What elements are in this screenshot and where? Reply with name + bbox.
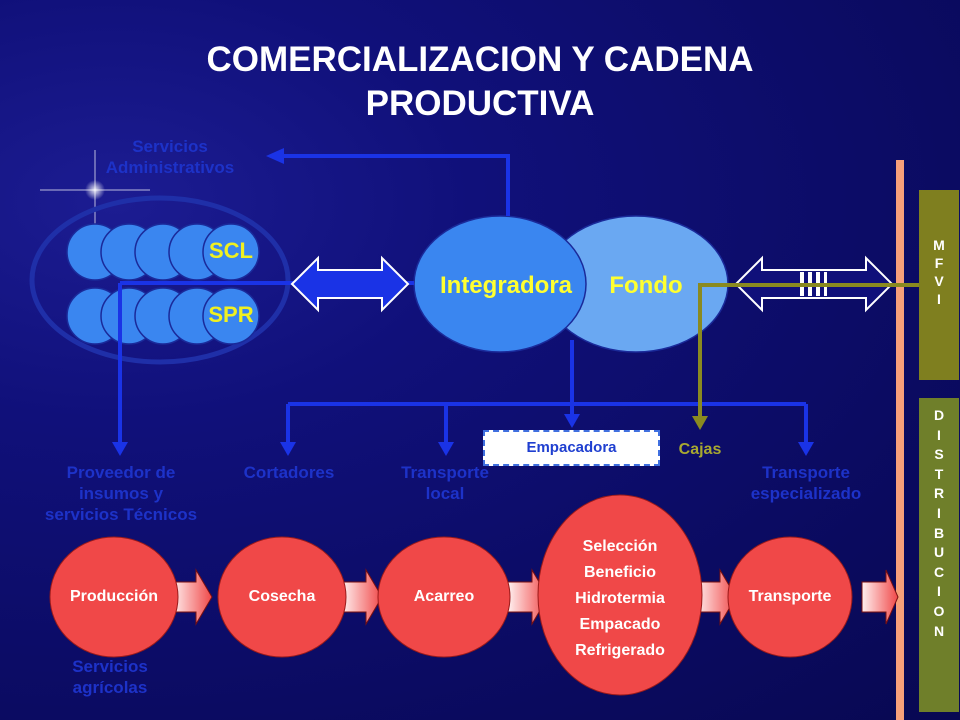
chain-nodes: [49, 494, 853, 696]
cosecha-label: Cosecha: [248, 588, 316, 605]
connector-lines: [118, 154, 808, 446]
connector-arrowheads: [112, 148, 814, 456]
produccion-label: Producción: [69, 588, 158, 605]
scl-circles: [66, 223, 260, 281]
transporte-local-label: Transporte local: [378, 462, 512, 504]
empacadora-box: Empacadora: [483, 430, 660, 466]
transporte-esp-line-1: Transporte: [762, 463, 850, 482]
servicios-administrativos-label: Servicios Administrativos: [60, 136, 280, 178]
seleccion-line-1: Selección: [582, 538, 658, 555]
seleccion-line-3: Hidrotermia: [575, 590, 665, 607]
producers-group-ellipse: [29, 195, 291, 365]
fondo-label: Fondo: [609, 272, 683, 299]
cortadores-label: Cortadores: [243, 463, 335, 482]
transporte-especializado-label: Transporte especializado: [724, 462, 888, 504]
servicios-agricolas-line-1: Servicios: [72, 657, 148, 676]
double-arrow-left: [290, 255, 410, 313]
transporte-esp-line-2: especializado: [750, 484, 862, 503]
spr-circles: [66, 287, 260, 345]
proveedor-line-2: insumos y: [78, 484, 164, 503]
integradora-label: Integradora: [439, 272, 573, 299]
acarreo-label: Acarreo: [413, 588, 475, 605]
seleccion-label: Selección Beneficio Hidrotermia Empacado…: [540, 534, 700, 664]
spr-label: SPR: [208, 302, 254, 327]
transporte-local-line-1: Transporte: [401, 463, 489, 482]
seleccion-line-4: Empacado: [579, 616, 661, 633]
transporte-label: Transporte: [748, 588, 832, 605]
scl-label: SCL: [209, 238, 253, 263]
seleccion-line-5: Refrigerado: [575, 642, 665, 659]
title-line-1: COMERCIALIZACION Y CADENA: [206, 40, 754, 79]
servicios-admin-line-1: Servicios: [132, 137, 208, 156]
proveedor-label: Proveedor de insumos y servicios Técnico…: [14, 462, 228, 525]
cajas-connector: [692, 283, 919, 430]
servicios-agricolas-label: Servicios agrícolas: [20, 656, 200, 698]
proveedor-line-1: Proveedor de: [66, 463, 176, 482]
distribucion-bar: D I S T R I B U C I O N: [919, 398, 959, 712]
distribution-bar: [896, 160, 904, 720]
proveedor-line-3: servicios Técnicos: [44, 505, 198, 524]
cajas-label: Cajas: [678, 441, 722, 458]
transporte-local-line-2: local: [425, 484, 465, 503]
lens-flare: [40, 150, 150, 230]
servicios-admin-line-2: Administrativos: [105, 158, 235, 177]
seleccion-line-2: Beneficio: [583, 564, 656, 581]
title-line-2: PRODUCTIVA: [365, 84, 595, 123]
servicios-agricolas-line-2: agrícolas: [72, 678, 148, 697]
mfvi-bar: M F V I: [919, 190, 959, 380]
page-title: COMERCIALIZACION Y CADENA PRODUCTIVA: [120, 38, 840, 126]
